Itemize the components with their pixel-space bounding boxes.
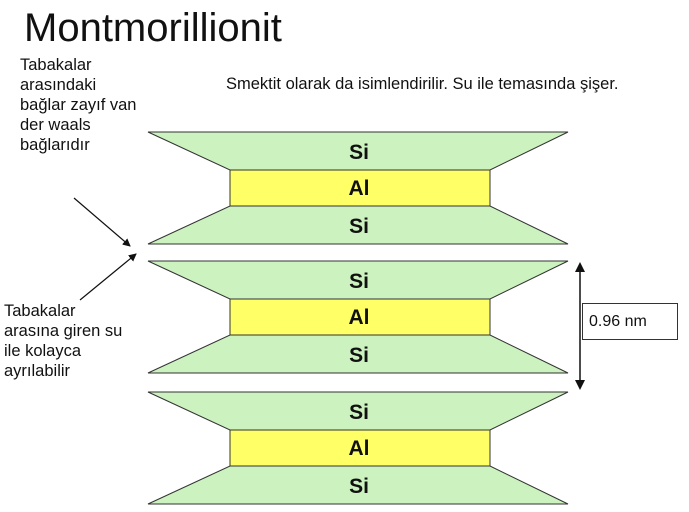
label-si-bottom-2: Si	[349, 344, 369, 367]
label-si-bottom-1: Si	[349, 215, 369, 238]
clay-unit-3: Si Al Si	[147, 391, 569, 505]
label-si-top-2: Si	[349, 270, 369, 293]
note-water-separation: Tabakalar arasına giren su ile kolayca a…	[4, 302, 123, 380]
octahedral-sheet-2	[229, 298, 491, 336]
scale-double-arrow	[575, 262, 585, 390]
label-si-top-1: Si	[349, 141, 369, 164]
pointer-arrow-bottom	[79, 253, 137, 301]
tetrahedral-sheet-bottom-1	[147, 205, 569, 245]
clay-unit-1: Si Al Si	[147, 131, 569, 245]
scale-label: 0.96 nm	[582, 303, 678, 340]
label-al-3: Al	[349, 437, 370, 460]
label-si-top-3: Si	[349, 401, 369, 424]
label-si-bottom-3: Si	[349, 475, 369, 498]
note-van-der-waals: Tabakalar arasındaki bağlar zayıf van de…	[20, 56, 137, 154]
subtitle: Smektit olarak da isimlendirilir. Su ile…	[226, 75, 619, 93]
label-al-1: Al	[349, 177, 370, 200]
octahedral-sheet-1	[229, 169, 491, 207]
pointer-arrow-top	[73, 197, 131, 247]
tetrahedral-sheet-bottom-3	[147, 465, 569, 505]
label-al-2: Al	[349, 306, 370, 329]
tetrahedral-sheet-bottom-2	[147, 334, 569, 374]
clay-unit-2: Si Al Si	[147, 260, 569, 374]
page-title: Montmorillionit	[24, 6, 282, 50]
